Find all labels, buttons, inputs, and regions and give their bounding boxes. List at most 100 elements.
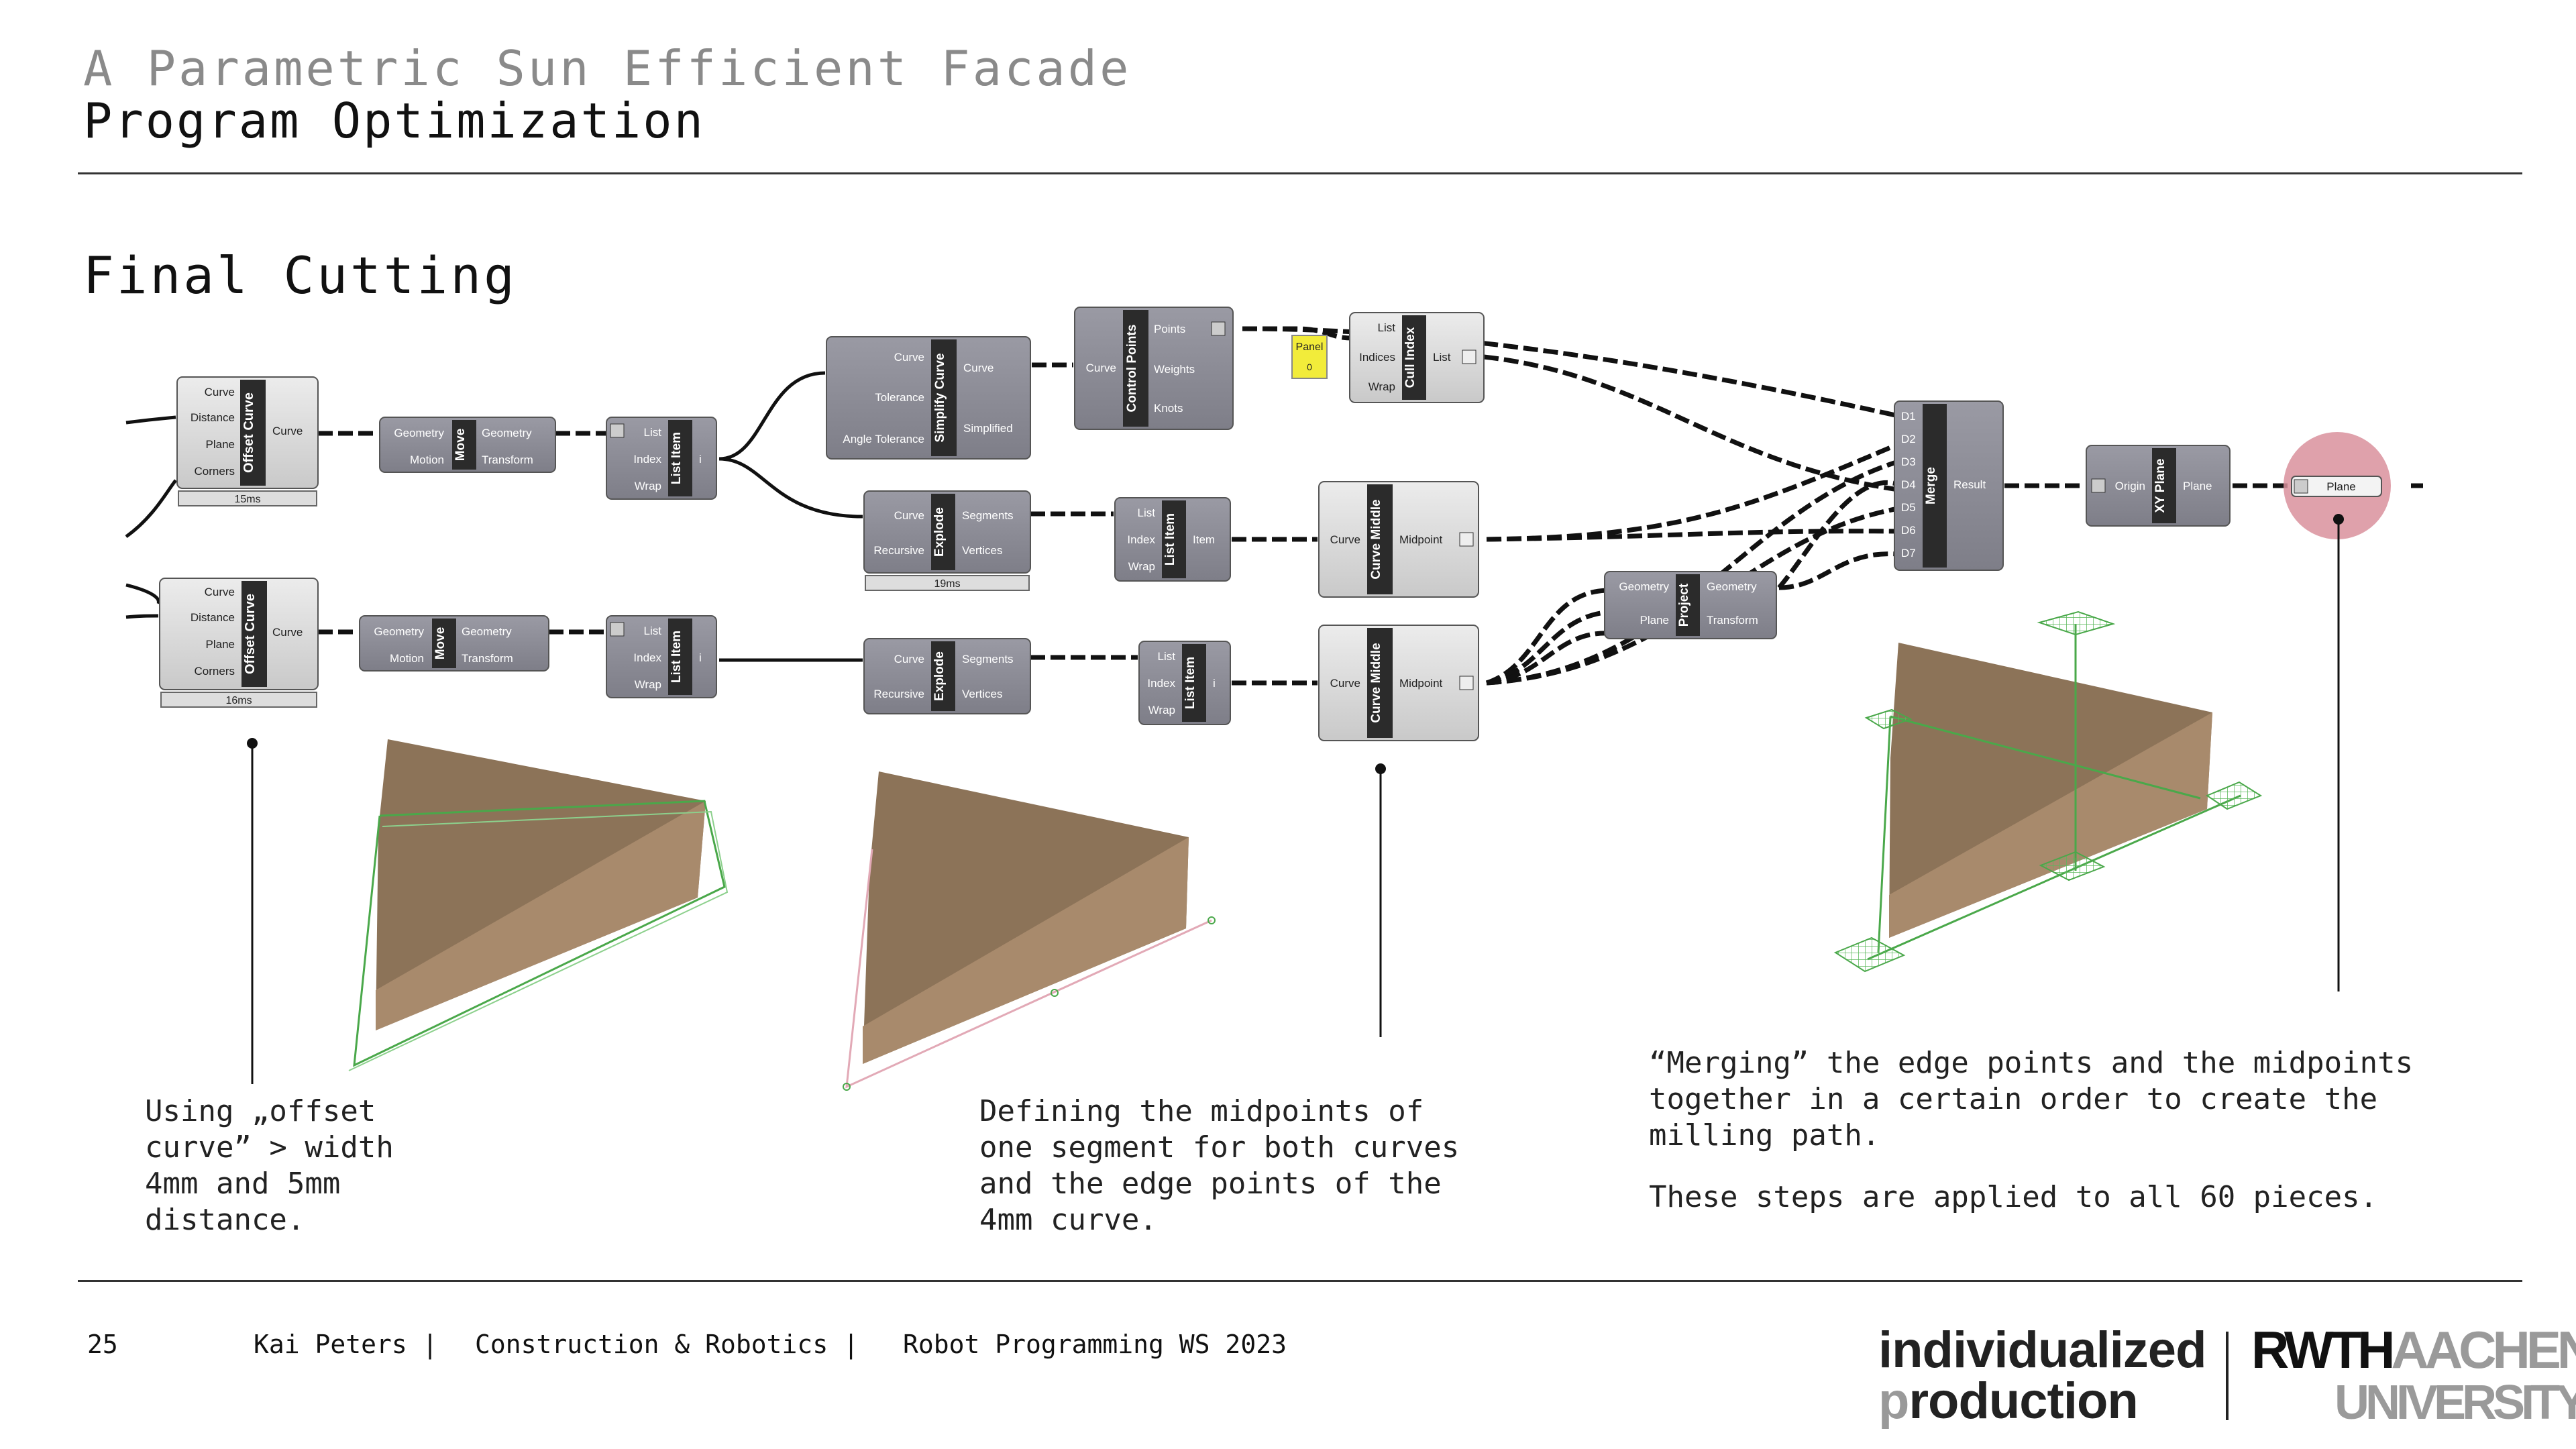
svg-text:19ms: 19ms [934,578,960,590]
svg-text:D4: D4 [1901,478,1916,491]
footer-author: Kai Peters | [254,1330,438,1359]
svg-text:Corners: Corners [195,665,235,678]
move-node-2[interactable]: Move Geometry Motion Geometry Transform [359,615,549,672]
svg-text:Plane: Plane [206,638,235,651]
curve-middle-node-1[interactable]: Curve Middle Curve Midpoint [1318,481,1479,598]
svg-text:Plane: Plane [2183,480,2212,492]
list-item-node-3[interactable]: List Item List Index Wrap Item [1114,497,1231,582]
plane-param-node[interactable]: Plane [2284,432,2391,539]
svg-text:List: List [644,625,662,637]
wood-piece-view-2 [843,771,1216,1091]
svg-text:Motion: Motion [390,652,424,665]
svg-text:Geometry: Geometry [374,625,424,638]
svg-text:Curve: Curve [205,586,235,598]
svg-text:Vertices: Vertices [962,688,1002,700]
offset-curve-node-2[interactable]: Offset Curve Curve Distance Plane Corner… [159,578,319,708]
svg-text:Geometry: Geometry [394,427,444,439]
svg-text:D2: D2 [1901,433,1916,445]
explode-node-1[interactable]: Explode Curve Recursive Segments Vertice… [863,490,1031,591]
simplify-curve-node[interactable]: Simplify Curve Curve Tolerance Angle Tol… [826,336,1031,460]
svg-text:Index: Index [1127,533,1155,546]
list-item-node-1[interactable]: List Item List Index Wrap i [606,417,717,500]
svg-text:Corners: Corners [195,465,235,478]
footer-course: Construction & Robotics | [475,1330,859,1359]
offset-curve-node-1[interactable]: Offset Curve Curve Distance Plane Corner… [176,376,319,506]
svg-text:D7: D7 [1901,547,1916,559]
svg-text:Explode: Explode [932,651,947,701]
svg-text:Curve: Curve [1330,677,1360,690]
svg-text:Merge: Merge [1924,467,1938,504]
svg-text:Transform: Transform [462,652,513,665]
svg-text:Midpoint: Midpoint [1399,677,1443,690]
svg-text:16ms: 16ms [225,695,252,706]
svg-text:Project: Project [1677,583,1691,627]
svg-text:List: List [1378,321,1396,334]
svg-text:Origin: Origin [2115,480,2145,492]
xy-plane-node[interactable]: XY Plane Origin Plane [2086,445,2231,527]
university-wordmark: UNIVERSITY [2334,1376,2576,1430]
rwth-logo: RWTHAACHEN [2251,1324,2576,1376]
svg-text:Indices: Indices [1359,351,1395,364]
svg-text:Curve: Curve [894,509,924,522]
svg-text:Geometry: Geometry [462,625,512,638]
svg-text:List Item: List Item [669,432,684,484]
project-node[interactable]: Project Geometry Plane Geometry Transfor… [1604,571,1777,639]
svg-text:Curve: Curve [1086,362,1116,374]
svg-text:i: i [699,651,702,664]
section-title: Final Cutting [83,246,517,305]
svg-text:Curve Middle: Curve Middle [1369,499,1383,579]
svg-text:Knots: Knots [1154,402,1183,415]
svg-text:Index: Index [633,651,661,664]
svg-text:Index: Index [1147,677,1175,690]
explode-node-2[interactable]: Explode Curve Recursive Segments Vertice… [863,638,1031,714]
svg-text:Plane: Plane [2326,480,2355,493]
callout-dots [247,514,2344,774]
svg-text:Curve Middle: Curve Middle [1369,643,1383,722]
individualized-production-logo: individualized production [1878,1325,2206,1427]
svg-text:Result: Result [1953,478,1986,491]
curve-middle-node-2[interactable]: Curve Middle Curve Midpoint [1318,625,1479,741]
svg-text:List Item: List Item [1163,513,1177,566]
wood-piece-view-3 [1833,610,2263,973]
presentation-subtitle: Program Optimization [83,93,705,149]
svg-text:Plane: Plane [206,438,235,451]
svg-text:Motion: Motion [410,453,444,466]
merge-node[interactable]: Merge D1 D2 D3 D4 D5 D6 D7 Result [1894,400,2004,571]
svg-text:List Item: List Item [1183,657,1197,709]
svg-text:Item: Item [1193,533,1215,546]
list-item-node-4[interactable]: List Item List Index Wrap i [1138,641,1231,725]
svg-text:Plane: Plane [1640,614,1669,627]
svg-text:Geometry: Geometry [482,427,532,439]
caption-merging: “Merging” the edge points and the midpoi… [1649,1046,2414,1152]
svg-text:D6: D6 [1901,524,1916,537]
callout-lines [251,519,2340,1084]
svg-text:D5: D5 [1901,501,1916,514]
svg-text:Curve: Curve [894,653,924,665]
svg-text:Curve: Curve [272,425,303,437]
move-node-1[interactable]: Move Geometry Motion Geometry Transform [379,417,556,473]
svg-text:Offset Curve: Offset Curve [243,594,258,674]
svg-text:Wrap: Wrap [1128,560,1155,573]
list-item-node-2[interactable]: List Item List Index Wrap i [606,615,717,698]
caption-midpoints: Defining the midpoints of one segment fo… [979,1094,1460,1237]
svg-text:XY Plane: XY Plane [2153,459,2167,513]
svg-text:Simplify Curve: Simplify Curve [933,353,947,442]
svg-text:Wrap: Wrap [635,678,661,691]
svg-text:Geometry: Geometry [1619,580,1669,593]
svg-text:Move: Move [433,627,447,660]
svg-text:i: i [1213,677,1216,690]
aachen-wordmark: AACHEN [2391,1320,2576,1379]
logo-p: p [1878,1373,1909,1430]
cull-index-node[interactable]: Cull Index List Indices Wrap List [1349,312,1485,403]
svg-text:Explode: Explode [932,507,947,557]
svg-text:Wrap: Wrap [1148,704,1175,716]
svg-text:Segments: Segments [962,509,1014,522]
svg-text:Move: Move [453,429,468,462]
svg-text:Distance: Distance [191,411,235,424]
svg-text:Cull Index: Cull Index [1403,327,1417,388]
wires [125,326,2423,686]
panel-node[interactable]: Panel 0 [1291,335,1328,379]
svg-text:Vertices: Vertices [962,544,1002,557]
svg-text:List: List [644,426,662,439]
control-points-node[interactable]: Control Points Curve Points Weights Knot… [1074,307,1234,430]
